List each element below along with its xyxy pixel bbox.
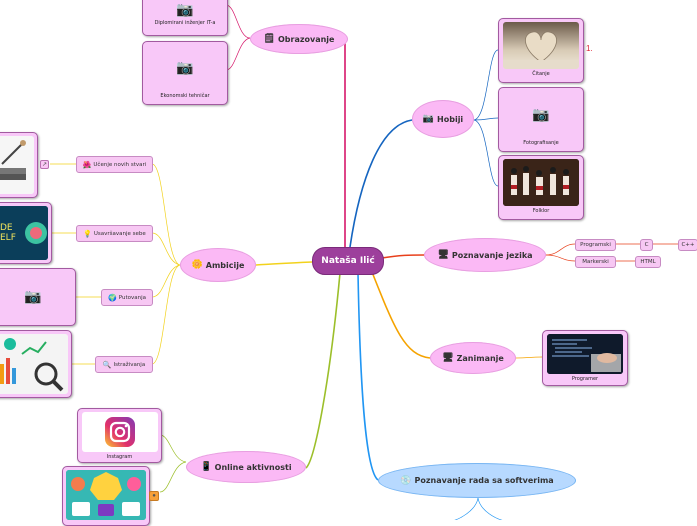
external-link-icon[interactable]: ↗ (40, 160, 49, 169)
camera-placeholder-icon: 📷 (176, 2, 194, 18)
card-social-sticker[interactable] (62, 466, 150, 526)
branch-obrazovanje[interactable]: 🗒 Obrazovanje (250, 24, 348, 54)
branch-softveri-label: Poznavanje rada sa softverima (414, 476, 554, 485)
card-fotografisanje[interactable]: 📷 Fotografisanje (498, 87, 584, 152)
pill-putovanja[interactable]: 🌍Putovanja (101, 289, 153, 306)
phone-icon: 📱 (200, 462, 212, 472)
central-topic-label: Nataša Ilić (321, 256, 375, 266)
pill-markerski[interactable]: Markerski (575, 256, 616, 268)
card-istrazivanja-image[interactable] (0, 330, 72, 398)
branch-poznavanje-jezika[interactable]: 🖥 Poznavanje jezika (424, 238, 546, 272)
branch-ambicije[interactable]: 🌼 Ambicije (180, 248, 256, 282)
lightbulb-icon: 💡 (83, 229, 92, 238)
svg-text:DE: DE (0, 223, 13, 233)
notepad-icon: 🗒 (263, 34, 275, 44)
folklor-photo (503, 159, 579, 206)
pill-usavrsavanje-sebe[interactable]: 💡Usavršavanje sebe (76, 225, 153, 242)
card-citanje[interactable]: Čitanje (498, 18, 584, 83)
card-putovanja-image[interactable]: 📷 (0, 268, 76, 326)
card-instagram[interactable]: Instagram (77, 408, 162, 463)
branch-zanimanje-label: Zanimanje (456, 353, 504, 363)
camera-placeholder-icon: 📷 (532, 106, 550, 123)
card-diplomirani-inzenjer[interactable]: 📷 Diplomirani inženjer IT-a (142, 0, 228, 36)
branch-ambicije-label: Ambicije (205, 260, 245, 270)
card-caption: Fotografisanje (523, 140, 559, 146)
book-heart-photo (503, 22, 579, 69)
camera-placeholder-icon: 📷 (24, 289, 42, 305)
social-media-illustration (66, 470, 146, 520)
card-programer[interactable]: Programer (542, 330, 628, 386)
card-caption: Diplomirani inženjer IT-a (154, 20, 216, 26)
computer-icon: 🖥 (442, 353, 454, 363)
camera-placeholder-icon: 📷 (176, 60, 194, 76)
branch-jezici-label: Poznavanje jezika (451, 250, 533, 260)
branch-hobiji-label: Hobiji (437, 114, 464, 124)
card-learning-image[interactable] (0, 132, 38, 198)
branch-online-label: Online aktivnosti (214, 462, 292, 472)
pill-c[interactable]: C (640, 239, 653, 251)
camera-icon: 📷 (422, 114, 435, 124)
pill-html[interactable]: HTML (635, 256, 661, 268)
pill-ucenje-novih-stvari[interactable]: 🌺Učenje novih stvari (76, 156, 153, 173)
flower-icon: 🌺 (82, 160, 92, 169)
research-charts-photo (0, 334, 68, 394)
card-ekonomski-tehnicar[interactable]: 📷 Ekonomski tehničar (142, 41, 228, 105)
chat-bubble-icon[interactable]: ● (149, 491, 159, 501)
self-improvement-photo: DE ELF (0, 206, 48, 260)
branch-obrazovanje-label: Obrazovanje (277, 34, 335, 44)
central-topic[interactable]: Nataša Ilić (312, 247, 384, 275)
branch-poznavanje-softvera[interactable]: 💿 Poznavanje rada sa softverima (378, 463, 576, 498)
card-folklor[interactable]: Folklor (498, 155, 584, 220)
computer-icon: 🖥 (437, 250, 449, 260)
numbering-marker: 1. (586, 44, 593, 53)
flower-icon: 🌼 (191, 260, 203, 270)
globe-icon: 🌍 (108, 293, 117, 302)
pill-cpp[interactable]: C++ (678, 239, 697, 251)
branch-online-aktivnosti[interactable]: 📱 Online aktivnosti (186, 451, 306, 483)
branch-zanimanje[interactable]: 🖥 Zanimanje (430, 342, 516, 374)
branch-hobiji[interactable]: 📷 Hobiji (412, 100, 474, 138)
card-caption: Programer (571, 376, 599, 382)
card-caption: Instagram (106, 454, 133, 460)
pill-programski[interactable]: Programski (575, 239, 616, 251)
card-caption: Čitanje (532, 71, 550, 77)
magnifier-icon: 🔍 (102, 360, 112, 369)
card-caption: Folklor (532, 208, 550, 214)
instagram-logo (81, 412, 158, 452)
card-self-improvement-image[interactable]: DE ELF (0, 202, 52, 264)
card-caption: Ekonomski tehničar (160, 93, 210, 99)
learning-books-photo (0, 136, 34, 194)
pill-istrazivanja[interactable]: 🔍Istraživanja (95, 356, 153, 373)
programmer-photo (547, 334, 623, 374)
svg-text:ELF: ELF (0, 233, 16, 243)
cd-icon: 💿 (400, 475, 412, 486)
